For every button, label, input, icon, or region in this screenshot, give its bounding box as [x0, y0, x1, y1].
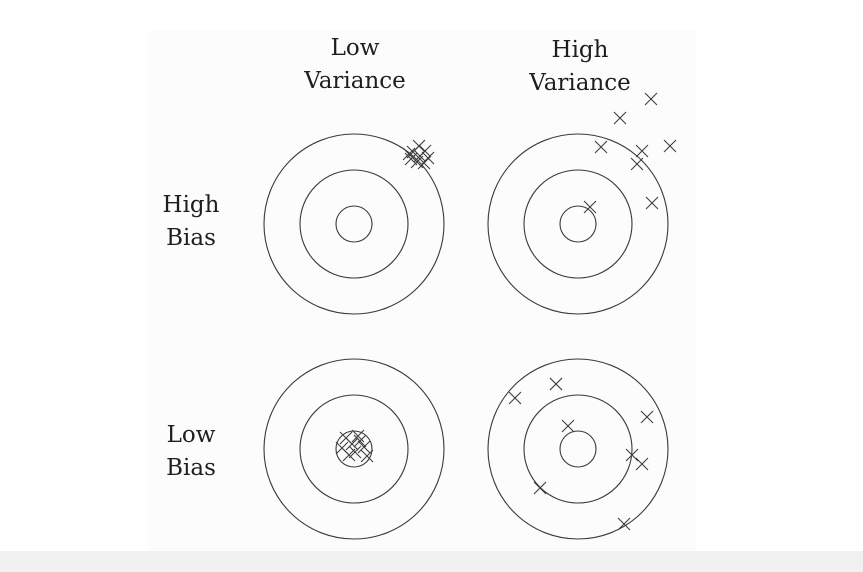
x-mark: [635, 457, 649, 471]
x-mark: [345, 437, 359, 451]
x-mark: [404, 152, 418, 166]
x-mark: [561, 419, 575, 433]
outer-ring: [263, 133, 445, 315]
x-mark: [357, 440, 371, 454]
x-mark: [421, 151, 435, 165]
middle-ring: [299, 394, 409, 504]
x-mark: [645, 196, 659, 210]
x-mark: [348, 445, 362, 459]
row-header-low-bias: Low Bias: [166, 422, 216, 481]
x-mark: [613, 111, 627, 125]
x-mark: [417, 156, 431, 170]
middle-ring: [523, 169, 633, 279]
x-mark: [533, 481, 547, 495]
target-low-bias-high-variance: [487, 358, 669, 540]
x-mark: [630, 157, 644, 171]
outer-ring: [487, 358, 669, 540]
x-mark: [360, 449, 374, 463]
x-mark: [663, 139, 677, 153]
x-mark: [508, 391, 522, 405]
middle-ring: [523, 394, 633, 504]
x-mark: [413, 149, 427, 163]
outer-ring: [487, 133, 669, 315]
x-mark: [644, 92, 658, 106]
bullseye: [335, 430, 373, 468]
bottom-band: [0, 551, 863, 572]
x-mark: [640, 410, 654, 424]
x-mark: [594, 140, 608, 154]
x-mark: [635, 144, 649, 158]
x-mark: [617, 517, 631, 531]
x-mark: [549, 377, 563, 391]
column-header-high-variance: High Variance: [529, 37, 631, 96]
bullseye: [559, 430, 597, 468]
target-high-bias-high-variance: [487, 92, 677, 315]
target-high-bias-low-variance: [263, 133, 445, 315]
x-mark: [402, 147, 416, 161]
bullseye: [559, 205, 597, 243]
column-header-low-variance: Low Variance: [304, 35, 406, 94]
x-mark: [406, 145, 420, 159]
x-mark: [351, 429, 365, 443]
x-mark: [625, 448, 639, 462]
outer-ring: [263, 358, 445, 540]
x-mark: [353, 434, 367, 448]
x-mark: [342, 448, 356, 462]
figure-panel: [148, 30, 696, 555]
middle-ring: [299, 169, 409, 279]
x-mark: [583, 200, 597, 214]
bullseye: [335, 205, 373, 243]
target-low-bias-low-variance: [263, 358, 445, 540]
row-header-high-bias: High Bias: [162, 192, 220, 251]
